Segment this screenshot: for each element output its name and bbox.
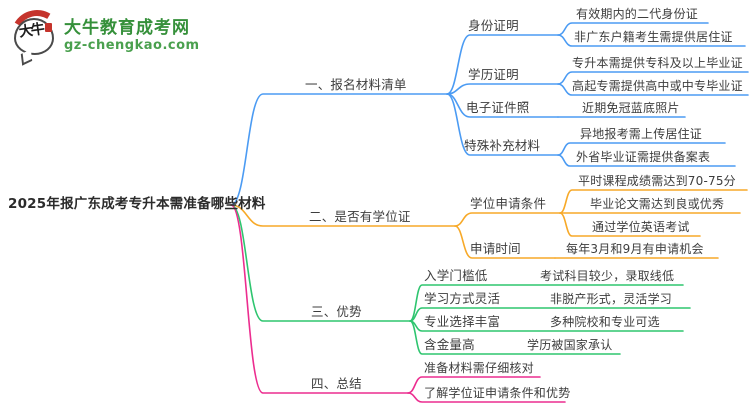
- daniu-logo-icon: 大牛: [5, 4, 69, 68]
- edge-leaf-highschool-diploma: [557, 83, 749, 96]
- node-identity-proof: 身份证明: [468, 18, 519, 33]
- edge-leaf-know-conditions: [407, 392, 566, 403]
- node-degree-conditions: 学位申请条件: [470, 196, 547, 211]
- leaf-residence-permit: 非广东户籍考生需提供居住证: [574, 30, 733, 44]
- leaf-many-schools: 多种院校和专业可选: [550, 315, 660, 329]
- edge-leaf-province-record: [557, 154, 736, 167]
- edge-apply-time: [454, 225, 556, 259]
- branch-advantages: 三、优势: [311, 304, 362, 319]
- leaf-highschool-diploma: 高起专需提供高中或中专毕业证: [572, 79, 743, 93]
- edge-leaf-english-exam: [559, 212, 701, 237]
- edge-branch-materials: [230, 93, 448, 206]
- leaf-english-exam: 通过学位英语考试: [592, 220, 690, 234]
- node-major-choices: 专业选择丰富: [424, 314, 501, 329]
- node-low-threshold: 入学门槛低: [424, 268, 488, 283]
- leaf-few-subjects: 考试科目较少，录取线低: [540, 269, 675, 283]
- leaf-blue-photo: 近期免冠蓝底照片: [582, 101, 680, 115]
- edge-identity-proof: [446, 34, 559, 95]
- edge-special-materials: [446, 93, 559, 156]
- leaf-province-record: 外省毕业证需提供备案表: [576, 150, 711, 164]
- leaf-parttime-flexible: 非脱产形式，灵活学习: [550, 292, 673, 306]
- branch-materials-list: 一、报名材料清单: [305, 77, 407, 92]
- leaf-state-recognized: 学历被国家承认: [527, 338, 613, 352]
- edge-education-proof: [446, 83, 559, 95]
- edge-branch-summary: [230, 204, 409, 394]
- leaf-course-score: 平时课程成绩需达到70-75分: [578, 174, 736, 188]
- logo-bubble-text: 大牛: [18, 21, 44, 41]
- leaf-id-card-valid: 有效期内的二代身份证: [576, 7, 699, 21]
- branch-summary: 四、总结: [311, 376, 362, 391]
- leaf-check-materials: 准备材料需仔细核对: [424, 361, 534, 375]
- edge-branch-degree: [230, 204, 456, 227]
- site-url: gz-chengkao.com: [64, 38, 200, 53]
- node-high-value: 含金量高: [424, 337, 475, 352]
- edge-leaf-course-score: [559, 189, 748, 214]
- logo-red-seal: [45, 23, 52, 32]
- site-logo: 大牛 大牛教育成考网 gz-chengkao.com: [5, 4, 200, 68]
- node-education-proof: 学历证明: [468, 67, 519, 82]
- site-title: 大牛教育成考网: [64, 18, 190, 38]
- edge-leaf-check-materials: [407, 376, 541, 394]
- leaf-know-conditions: 了解学位证申请条件和优势: [424, 386, 571, 400]
- central-topic: 2025年报广东成考专升本需准备哪些材料: [8, 196, 266, 212]
- leaf-apply-months: 每年3月和9月有申请机会: [566, 242, 704, 256]
- node-id-photo: 电子证件照: [466, 100, 530, 115]
- leaf-college-diploma: 专升本需提供专科及以上毕业证: [572, 56, 743, 70]
- node-apply-time: 申请时间: [470, 241, 521, 256]
- edge-branch-advantages: [230, 204, 411, 322]
- leaf-remote-residence: 异地报考需上传居住证: [580, 127, 703, 141]
- edge-high-value: [409, 320, 621, 355]
- leaf-thesis-grade: 毕业论文需达到良或优秀: [590, 197, 725, 211]
- edge-leaf-residence-permit: [557, 34, 746, 47]
- branch-degree-cert: 二、是否有学位证: [309, 209, 411, 224]
- edge-degree-conditions: [454, 212, 561, 227]
- node-flexible-study: 学习方式灵活: [424, 291, 501, 306]
- node-special-materials: 特殊补充材料: [464, 138, 541, 153]
